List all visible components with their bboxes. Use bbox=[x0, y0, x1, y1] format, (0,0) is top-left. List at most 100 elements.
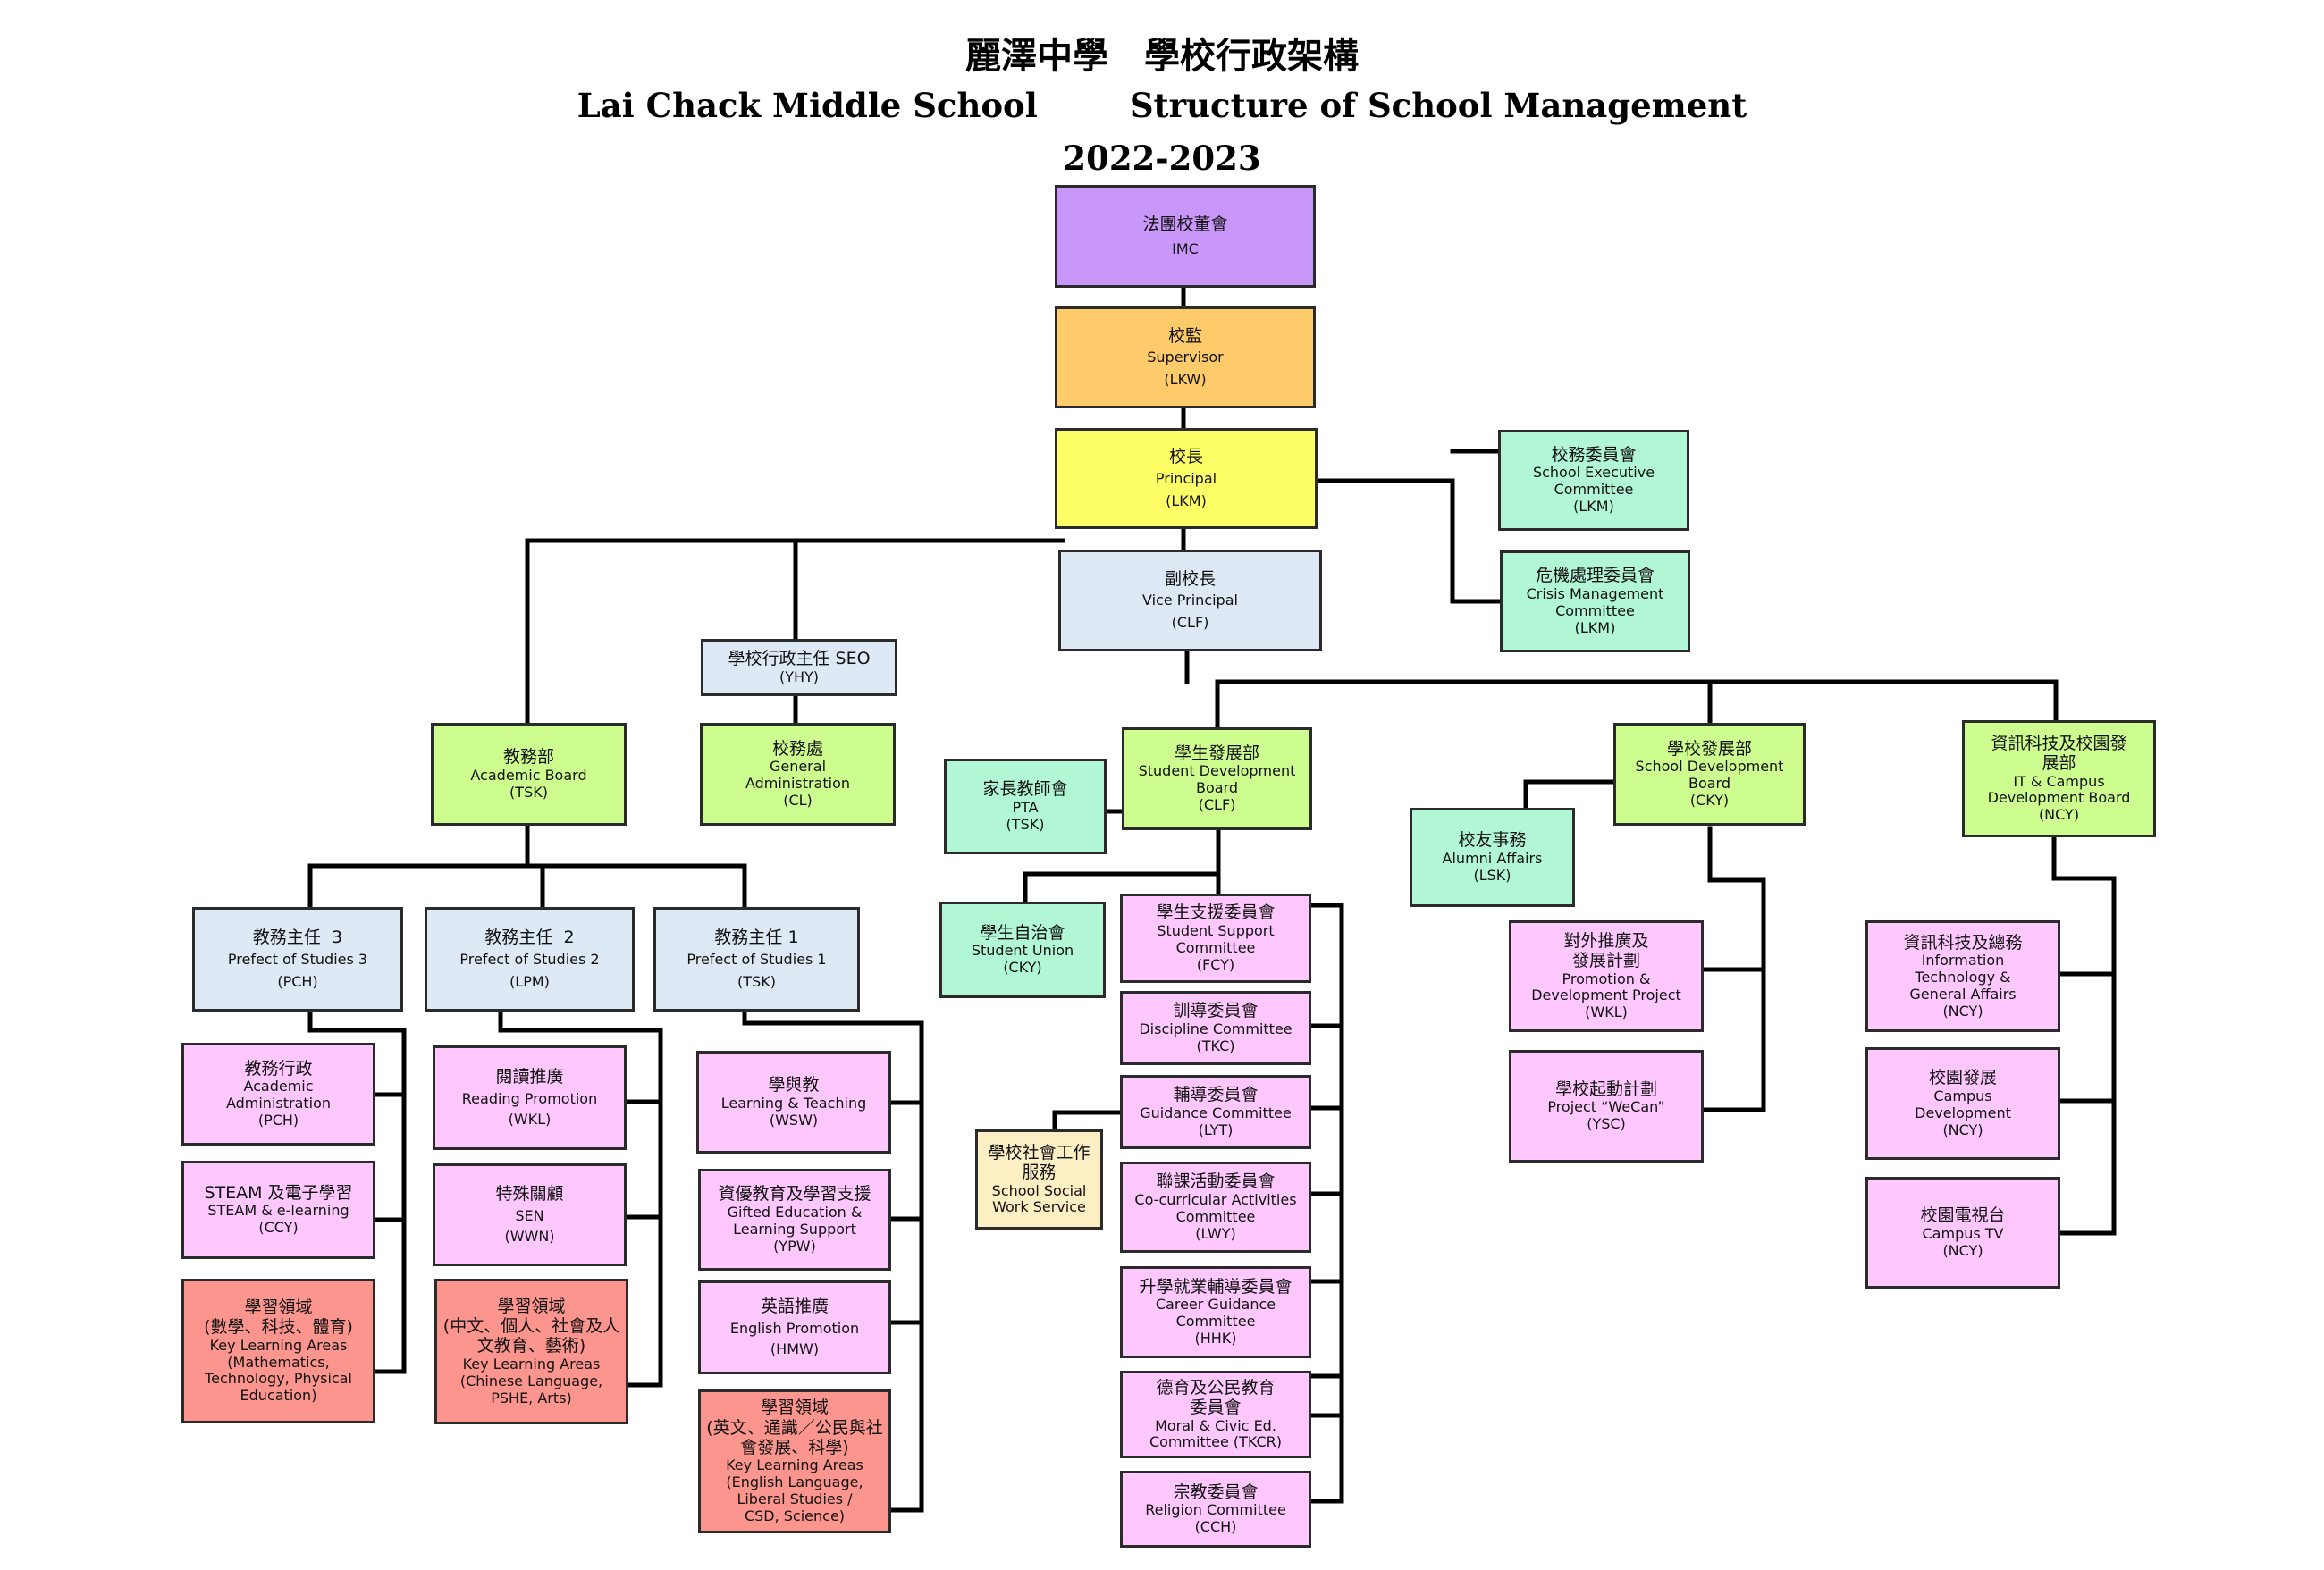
node-gifted: 資優教育及學習支援 Gifted Education & Learning Su… bbox=[698, 1169, 891, 1271]
node-prefect-1-en: Prefect of Studies 1 bbox=[686, 950, 827, 968]
node-prefect-3-zh: 教務主任 3 bbox=[252, 928, 343, 948]
title-year: 2022-2023 bbox=[1063, 139, 1261, 178]
node-cca: 聯課活動委員會 Co-curricular Activities Committ… bbox=[1120, 1162, 1311, 1253]
node-learning-teaching-code: (WSW) bbox=[769, 1111, 819, 1129]
node-exec-committee-zh: 校務委員會 bbox=[1551, 444, 1637, 465]
node-kla-chinese: 學習領域 (中文、個人、社會及人 文教育、藝術) Key Learning Ar… bbox=[434, 1279, 628, 1424]
node-campus-dev: 校園發展 Campus Development (NCY) bbox=[1865, 1047, 2060, 1160]
node-student-support-code: (FCY) bbox=[1196, 955, 1235, 973]
node-cca-code: (LWY) bbox=[1195, 1224, 1236, 1242]
node-crisis-committee-zh: 危機處理委員會 bbox=[1535, 566, 1655, 586]
node-kla-chinese-en: Key Learning Areas (Chinese Language, PS… bbox=[459, 1355, 603, 1406]
node-general-admin-code: (CL) bbox=[783, 792, 813, 810]
node-pta: 家長教師會 PTA (TSK) bbox=[944, 759, 1107, 854]
node-wecan: 學校起動計劃 Project “WeCan” (YSC) bbox=[1509, 1050, 1704, 1163]
line-student-dev-committees bbox=[1309, 903, 1344, 1504]
node-religion-en: Religion Committee bbox=[1145, 1501, 1286, 1519]
node-career-zh: 升學就業輔導委員會 bbox=[1139, 1276, 1293, 1297]
node-religion-zh: 宗教委員會 bbox=[1173, 1482, 1259, 1502]
node-academic-board-zh: 教務部 bbox=[502, 747, 554, 768]
node-principal: 校長 Principal (LKM) bbox=[1055, 428, 1318, 529]
node-vice-principal: 副校長 Vice Principal (CLF) bbox=[1058, 550, 1322, 651]
node-reading-code: (WKL) bbox=[508, 1110, 552, 1128]
node-school-dev-board-zh: 學校發展部 bbox=[1666, 738, 1752, 759]
node-prefect-3-code: (PCH) bbox=[277, 972, 318, 990]
node-career-en: Career Guidance Committee bbox=[1155, 1296, 1276, 1331]
node-discipline: 訓導委員會 Discipline Committee (TKC) bbox=[1120, 991, 1311, 1065]
node-gifted-zh: 資優教育及學習支援 bbox=[718, 1184, 872, 1205]
node-exec-committee-en: School Executive Committee bbox=[1532, 464, 1655, 499]
node-pta-en: PTA bbox=[1012, 798, 1039, 816]
node-moral-en: Moral & Civic Ed. Committee (TKCR) bbox=[1149, 1416, 1283, 1451]
node-prefect-3-en: Prefect of Studies 3 bbox=[227, 950, 368, 968]
node-exec-committee: 校務委員會 School Executive Committee (LKM) bbox=[1498, 430, 1689, 531]
node-it-general-code: (NCY) bbox=[1942, 1002, 1983, 1020]
node-supervisor-en: Supervisor bbox=[1147, 348, 1224, 366]
node-prefect-2-code: (LPM) bbox=[509, 972, 550, 990]
node-student-union: 學生自治會 Student Union (CKY) bbox=[939, 902, 1106, 998]
node-school-dev-board: 學校發展部 School Development Board (CKY) bbox=[1613, 723, 1806, 826]
node-imc: 法團校董會 IMC bbox=[1055, 185, 1316, 288]
line-academic-prefects bbox=[307, 821, 747, 911]
node-learning-teaching: 學與教 Learning & Teaching (WSW) bbox=[696, 1051, 891, 1154]
node-alumni-zh: 校友事務 bbox=[1458, 830, 1527, 851]
node-supervisor-code: (LKW) bbox=[1164, 371, 1207, 389]
node-religion-code: (CCH) bbox=[1194, 1518, 1237, 1536]
node-promotion-zh: 對外推廣及 發展計劃 bbox=[1563, 930, 1649, 971]
node-social-work-en: School Social Work Service bbox=[991, 1181, 1087, 1216]
node-vice-principal-code: (CLF) bbox=[1171, 614, 1209, 632]
node-pta-code: (TSK) bbox=[1006, 815, 1045, 833]
node-it-board-en: IT & Campus Development Board bbox=[1987, 772, 2131, 807]
node-academic-admin-en: Academic Administration bbox=[225, 1078, 332, 1112]
node-student-union-zh: 學生自治會 bbox=[980, 922, 1065, 943]
node-discipline-code: (TKC) bbox=[1196, 1037, 1235, 1054]
node-sen-en: SEN bbox=[515, 1206, 544, 1224]
node-prefect-3: 教務主任 3 Prefect of Studies 3 (PCH) bbox=[192, 907, 403, 1012]
node-religion: 宗教委員會 Religion Committee (CCH) bbox=[1120, 1471, 1311, 1548]
line-it-children bbox=[2051, 833, 2117, 1236]
node-guidance: 輔導委員會 Guidance Committee (LYT) bbox=[1120, 1075, 1311, 1149]
node-campus-tv: 校園電視台 Campus TV (NCY) bbox=[1865, 1177, 2060, 1289]
node-vice-principal-en: Vice Principal bbox=[1142, 592, 1238, 609]
line-alumni bbox=[1523, 779, 1618, 811]
node-alumni-en: Alumni Affairs bbox=[1442, 849, 1543, 867]
node-moral: 德育及公民教育 委員會 Moral & Civic Ed. Committee … bbox=[1120, 1371, 1311, 1458]
node-english-promotion-code: (HMW) bbox=[770, 1339, 820, 1357]
node-it-general-en: Information Technology & General Affairs bbox=[1909, 951, 2017, 1003]
node-kla-english-zh: 學習領域 (英文、通識／公民與社 會發展、科學) bbox=[706, 1398, 883, 1457]
node-it-general-zh: 資訊科技及總務 bbox=[1903, 932, 2023, 953]
title-chinese: 麗澤中學 學校行政架構 bbox=[965, 35, 1359, 77]
node-academic-board-en: Academic Board bbox=[470, 766, 587, 784]
node-student-dev-board: 學生發展部 Student Development Board (CLF) bbox=[1122, 727, 1312, 830]
node-prefect-1-code: (TSK) bbox=[737, 972, 776, 990]
node-steam-en: STEAM & e-learning bbox=[207, 1202, 349, 1220]
node-campus-dev-en: Campus Development bbox=[1915, 1087, 2011, 1121]
node-kla-english-en: Key Learning Areas (English Language, Li… bbox=[726, 1457, 863, 1524]
node-discipline-en: Discipline Committee bbox=[1139, 1020, 1293, 1037]
node-career: 升學就業輔導委員會 Career Guidance Committee (HHK… bbox=[1120, 1266, 1311, 1358]
node-reading-en: Reading Promotion bbox=[461, 1089, 598, 1107]
node-english-promotion-zh: 英語推廣 bbox=[760, 1297, 829, 1317]
line-principal-left-branch bbox=[525, 538, 1065, 727]
node-kla-math-zh: 學習領域 (數學、科技、體育) bbox=[204, 1297, 353, 1338]
node-student-dev-board-zh: 學生發展部 bbox=[1174, 743, 1259, 763]
node-reading: 閱讀推廣 Reading Promotion (WKL) bbox=[433, 1045, 627, 1150]
node-kla-math-en: Key Learning Areas (Mathematics, Technol… bbox=[205, 1336, 352, 1405]
node-social-work: 學校社會工作 服務 School Social Work Service bbox=[975, 1129, 1103, 1230]
node-it-general: 資訊科技及總務 Information Technology & General… bbox=[1865, 920, 2060, 1032]
node-kla-chinese-zh: 學習領域 (中文、個人、社會及人 文教育、藝術) bbox=[442, 1296, 620, 1356]
node-english-promotion: 英語推廣 English Promotion (HMW) bbox=[698, 1280, 891, 1374]
line-school-dev-children bbox=[1701, 826, 1766, 1112]
node-alumni-code: (LSK) bbox=[1473, 866, 1511, 884]
node-supervisor: 校監 Supervisor (LKW) bbox=[1055, 306, 1316, 408]
node-sen-code: (WWN) bbox=[504, 1227, 555, 1245]
node-sen: 特殊關顧 SEN (WWN) bbox=[433, 1163, 627, 1266]
node-promotion-code: (WKL) bbox=[1585, 1003, 1628, 1021]
node-campus-tv-en: Campus TV bbox=[1922, 1224, 2004, 1242]
node-guidance-zh: 輔導委員會 bbox=[1173, 1085, 1259, 1105]
node-academic-admin-zh: 教務行政 bbox=[244, 1058, 313, 1079]
node-prefect-1: 教務主任 1 Prefect of Studies 1 (TSK) bbox=[653, 907, 860, 1012]
node-campus-dev-code: (NCY) bbox=[1942, 1121, 1983, 1138]
node-steam-code: (CCY) bbox=[258, 1219, 299, 1237]
